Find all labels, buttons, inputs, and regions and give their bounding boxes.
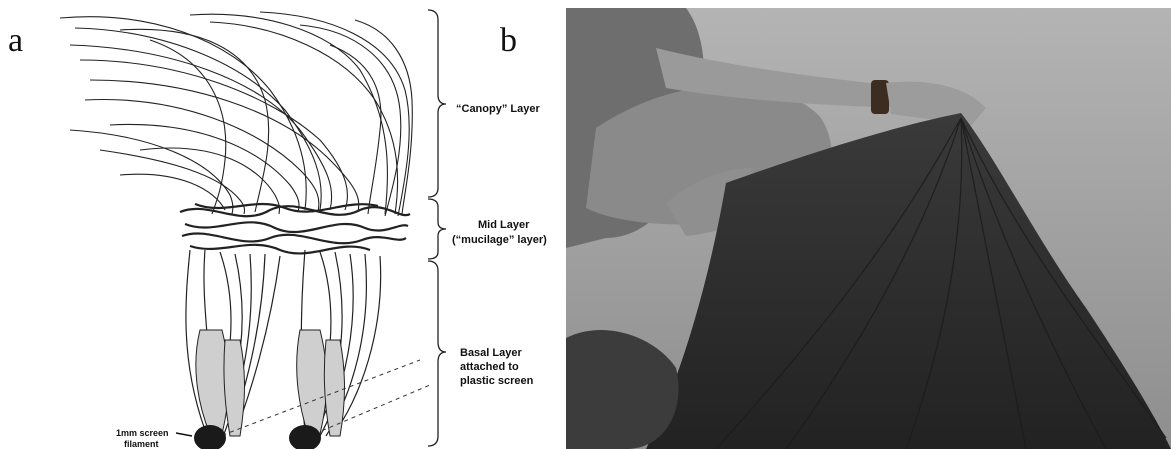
basal-filament-bases xyxy=(196,330,345,436)
algal-turf-layer-diagram: 1mm screen filament “Canopy” Layer Mid L… xyxy=(0,0,560,449)
basal-layer-label-line1: Basal Layer xyxy=(460,347,522,359)
canopy-filaments xyxy=(60,12,412,216)
screen-callout-arrow xyxy=(176,433,192,436)
mid-layer-label-line2: (“mucilage” layer) xyxy=(452,234,547,246)
wristwatch xyxy=(871,80,889,114)
layer-braces xyxy=(428,10,446,446)
screen-callout-line1: 1mm screen xyxy=(116,428,169,438)
algal-turf-photo xyxy=(566,8,1171,449)
canopy-layer-label: “Canopy” Layer xyxy=(456,103,540,115)
screen-callout-line2: filament xyxy=(124,439,159,449)
basal-layer-label-line3: plastic screen xyxy=(460,375,534,387)
mid-layer-label-line1: Mid Layer xyxy=(478,219,530,231)
basal-layer-label-line2: attached to xyxy=(460,361,519,373)
mid-mucilage-tangle xyxy=(180,204,410,253)
